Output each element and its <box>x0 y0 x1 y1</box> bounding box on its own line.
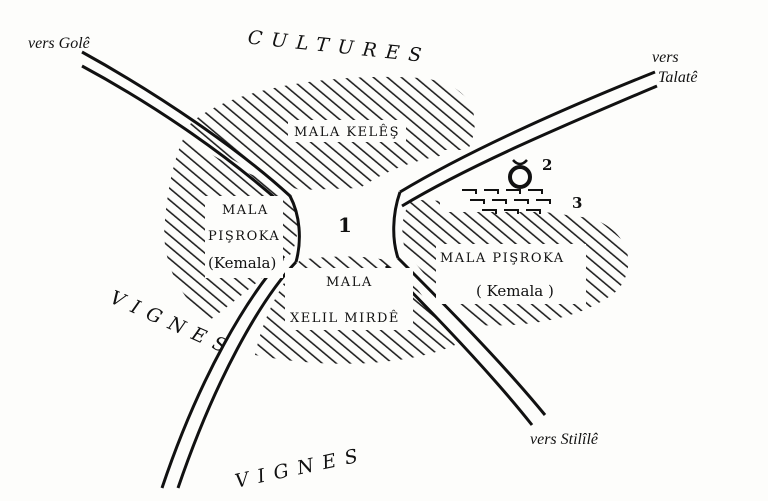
road-to-gole <box>81 50 292 206</box>
road-to-talate <box>399 70 658 208</box>
central-square-outline <box>288 195 301 263</box>
area-cultures: CULTURES <box>247 26 432 67</box>
house-pisroka-left: MALA PIŞROKA (Kemala) <box>205 196 283 278</box>
house-mala-keles: MALA KELÊŞ <box>288 120 406 142</box>
svg-text:MALA KELÊŞ: MALA KELÊŞ <box>294 124 400 140</box>
label-vers-gole: vers Golê <box>28 35 91 52</box>
area-vignes-bottom: VIGNES <box>233 443 369 492</box>
svg-text:MALA: MALA <box>222 203 269 218</box>
svg-text:PIŞROKA: PIŞROKA <box>208 229 280 244</box>
house-xelil-mirde: MALA XELIL MIRDÊ <box>285 268 413 330</box>
spring-symbol <box>508 159 532 189</box>
marker-3-terrain: 3 <box>572 194 582 212</box>
label-vers-stilile: vers Stilîlê <box>530 431 599 448</box>
svg-text:MALA: MALA <box>326 275 373 290</box>
marker-2-spring: 2 <box>542 156 552 174</box>
label-vers-talate-1: vers <box>652 49 679 66</box>
label-vers-talate-2: Talatê <box>658 69 698 86</box>
svg-text:(Kemala): (Kemala) <box>208 254 276 272</box>
central-square-outline-right <box>392 191 402 259</box>
marker-1-square: 1 <box>338 213 352 237</box>
house-pisroka-right: MALA PIŞROKA ( Kemala ) <box>436 244 586 304</box>
central-square <box>290 192 400 262</box>
svg-text:XELIL MIRDÊ: XELIL MIRDÊ <box>290 310 400 326</box>
svg-text:( Kemala ): ( Kemala ) <box>476 282 554 300</box>
svg-text:MALA PIŞROKA: MALA PIŞROKA <box>440 251 565 266</box>
terrain-marks <box>462 189 551 214</box>
